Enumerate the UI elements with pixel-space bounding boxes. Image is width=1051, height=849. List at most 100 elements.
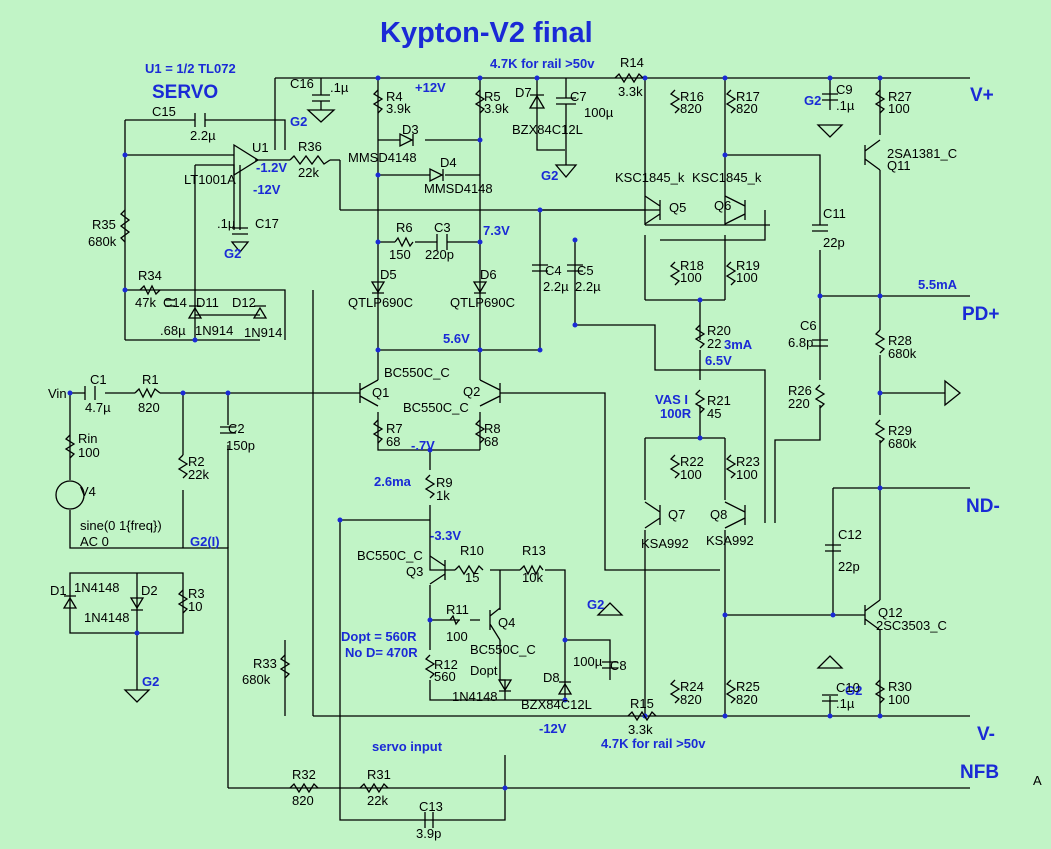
rail-vminus: V- (977, 724, 995, 745)
junction-dot (502, 785, 508, 791)
resistor-r17 (725, 89, 737, 114)
label-components-r15-0: R15 (630, 696, 654, 711)
label-notes-r14-note: 4.7K for rail >50v (490, 56, 595, 71)
capacitor-c13 (424, 812, 434, 828)
label-components-q8-0: Q8 (710, 507, 727, 522)
label-components-r13-1: 10k (522, 570, 543, 585)
resistor-r14 (614, 72, 644, 84)
label-components-d7-1: BZX84C12L (512, 122, 583, 137)
label-components-d7-0: D7 (515, 85, 532, 100)
label-components-r28-0: R28 (888, 333, 912, 348)
resistor-r21 (694, 389, 706, 414)
label-components-c4-0: C4 (545, 263, 562, 278)
label-components-rin-0: Rin (78, 431, 98, 446)
label-notes-g2-d1: G2 (142, 674, 159, 689)
junction-dot (375, 75, 381, 81)
label-components-r30-0: R30 (888, 679, 912, 694)
label-notes-nod: No D= 470R (345, 645, 418, 660)
voltage-source-v4 (55, 480, 85, 510)
junction-dot (427, 447, 433, 453)
resistor-r15 (627, 710, 657, 722)
label-notes-i-5-5: 5.5mA (918, 277, 958, 292)
capacitor-c4 (532, 264, 548, 272)
label-components-r20-1: 22 (707, 336, 721, 351)
junction-dot (192, 337, 198, 343)
label-components-r31-1: 22k (367, 793, 388, 808)
junction-dot (697, 435, 703, 441)
junction-dot (877, 75, 883, 81)
resistor-r18 (669, 261, 681, 286)
label-notes-vas1: VAS I (655, 392, 688, 407)
resistor-r2 (177, 454, 189, 479)
label-components-q6-1: Q6 (714, 198, 731, 213)
label-components-c1-0: C1 (90, 372, 107, 387)
label-components-c1-1: 4.7µ (85, 400, 111, 415)
label-components-r27-1: 100 (888, 101, 910, 116)
junction-dot (477, 137, 483, 143)
label-components-r27-0: R27 (888, 89, 912, 104)
label-components-q3-0: BC550C_C (357, 548, 423, 563)
label-components-q1-1: BC550C_C (384, 365, 450, 380)
capacitor-c14 (165, 299, 175, 307)
label-components-d8-1: BZX84C12L (521, 697, 592, 712)
junction-dot (477, 239, 483, 245)
resistor-r35 (119, 209, 131, 243)
label-notes-g2-c9: G2 (804, 93, 821, 108)
label-components-c17-1: C17 (255, 216, 279, 231)
label-components-r32-1: 820 (292, 793, 314, 808)
label-components-r8-1: 68 (484, 434, 498, 449)
label-components-c5-1: 2.2µ (575, 279, 601, 294)
label-components-r18-1: 100 (680, 270, 702, 285)
junction-dot (877, 713, 883, 719)
label-components-r34-1: 47k (135, 295, 156, 310)
label-components-r2-0: R2 (188, 454, 205, 469)
junction-dot (572, 322, 578, 328)
junction-dot (427, 617, 433, 623)
label-components-r3-1: 10 (188, 599, 202, 614)
label-notes-dopt: Dopt = 560R (341, 629, 417, 644)
label-components-r3-0: R3 (188, 586, 205, 601)
label-components-c15-0: C15 (152, 104, 176, 119)
rail-ndminus: ND- (966, 496, 1000, 517)
label-components-c2-1: 150p (226, 438, 255, 453)
resistor-r28 (874, 329, 886, 354)
label-notes-v-neg-7: -.7V (411, 438, 435, 453)
junction-dot (642, 75, 648, 81)
label-components-c15-1: 2.2µ (190, 128, 216, 143)
wire-segment (645, 210, 770, 241)
label-components-c12-1: 22p (838, 559, 860, 574)
label-notes-i-2-6: 2.6ma (374, 474, 412, 489)
junction-dot (877, 390, 883, 396)
label-components-r12-0: R12 (434, 657, 458, 672)
label-components-r21-1: 45 (707, 406, 721, 421)
label-notes-v-7-3: 7.3V (483, 223, 510, 238)
junction-dot (375, 172, 381, 178)
label-notes-g2-i: G2(I) (190, 534, 220, 549)
junction-dot (722, 75, 728, 81)
label-components-d4-0: D4 (440, 155, 457, 170)
label-components-r4-0: R4 (386, 89, 403, 104)
label-components-c8-0: 100µ (573, 654, 603, 669)
wire-segment (69, 510, 229, 553)
diode-d7 (528, 94, 546, 109)
label-components-r30-1: 100 (888, 692, 910, 707)
diode-d8 (557, 681, 573, 695)
label-components-r19-1: 100 (736, 270, 758, 285)
junction-dot (225, 390, 231, 396)
label-components-d11-0: D11 (196, 295, 219, 310)
capacitor-c11 (812, 224, 828, 232)
label-components-q5-0: KSC1845_k (615, 170, 685, 185)
label-components-d2-0: D2 (141, 583, 158, 598)
label-components-r5-0: R5 (484, 89, 501, 104)
label-components-q5-1: Q5 (669, 200, 686, 215)
label-components-c8-1: C8 (610, 658, 627, 673)
label-components-r15-1: 3.3k (628, 722, 653, 737)
resistor-r23 (725, 454, 737, 479)
rail-pdplus: PD+ (962, 304, 1000, 325)
label-components-r26-1: 220 (788, 396, 810, 411)
label-components-c2-0: C2 (228, 421, 245, 436)
label-components-dopt-d-1: 1N4148 (452, 689, 498, 704)
label-notes-u1-neg12: -1.2V (256, 160, 287, 175)
label-components-r17-1: 820 (736, 101, 758, 116)
junction-dot (562, 697, 568, 703)
